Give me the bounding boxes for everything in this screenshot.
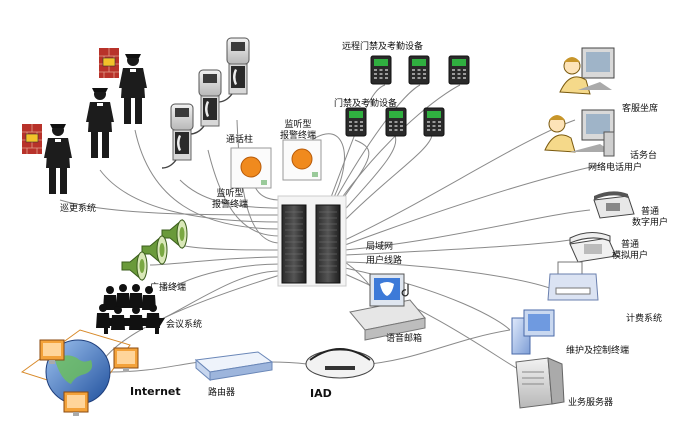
call-post-icon [161,103,194,169]
iad-label: IAD [310,387,332,400]
user-line-label: 用户线路 [366,256,403,266]
agent-icon [559,47,615,95]
computer-icon [113,347,139,373]
speaker-icon [121,251,148,281]
router-device [194,351,274,382]
voicemail-device [349,273,426,341]
alarm-terminal-icon [282,139,322,181]
billing-printer [547,261,599,301]
maintenance-terminal [511,309,555,355]
call-post-icon [189,69,222,135]
voicemail-label: 语音邮箱 [386,334,423,344]
server-rack-icon [315,204,341,284]
router-label: 路由器 [208,388,236,398]
server-racks [277,195,347,287]
business-server [515,357,565,409]
digital-user-label: 普通 数字用户 [632,207,669,228]
access-terminal-icon [423,107,445,137]
person-icon [116,284,130,308]
billing-label: 计费系统 [626,314,663,324]
internet-cloud [20,329,139,417]
call-post-label: 通话柱 [226,135,254,145]
ip-user-label: 网络电话用户 [588,163,643,173]
broadcast-speakers [121,219,188,281]
broadcast-label: 广播终端 [150,283,187,293]
alarm-terminal-icon [230,147,272,189]
customer-service-seats [544,47,615,157]
access-terminal-icon [345,107,367,137]
monitor-alarm-label-1: 监听型 报警终端 [280,120,317,141]
computer-icon [39,339,65,365]
wall-panel-icon [98,47,120,79]
guard-icon [86,88,114,158]
digital-phone-device [593,191,635,219]
analog-phone-device [569,232,617,263]
connection-lines [59,84,601,373]
call-post-icon [217,37,250,103]
iad-device [305,348,375,379]
patrol-system [21,47,147,194]
wall-panel-icon [21,123,43,155]
alarm-terminals [230,139,322,189]
business-server-label: 业务服务器 [568,398,614,408]
person-icon [129,306,143,330]
operator-label: 话务台 [630,151,658,161]
access-terminal-icon [408,55,430,85]
patrol-label: 巡更系统 [60,204,97,214]
lan-label: 局域网 [366,242,394,252]
internet-label: Internet [130,385,181,398]
person-icon [129,284,143,308]
access-label: 门禁及考勤设备 [334,99,398,109]
remote-access-terminals [370,55,470,85]
conference-group [96,284,165,334]
guard-icon [44,124,72,194]
access-terminal-icon [370,55,392,85]
analog-user-label: 普通 模拟用户 [612,240,649,261]
monitor-alarm-label-2: 监听型 报警终端 [212,189,249,210]
server-rack-icon [281,204,307,284]
agent-icon [544,109,615,157]
access-terminal-icon [448,55,470,85]
access-terminal-icon [385,107,407,137]
remote-access-label: 远程门禁及考勤设备 [342,42,424,52]
access-terminals [345,107,445,137]
computer-icon [63,391,89,417]
maintenance-label: 维护及控制终端 [566,346,630,356]
guard-icon [119,54,147,124]
customer-service-label: 客服坐席 [622,104,659,114]
conference-label: 会议系统 [166,320,203,330]
